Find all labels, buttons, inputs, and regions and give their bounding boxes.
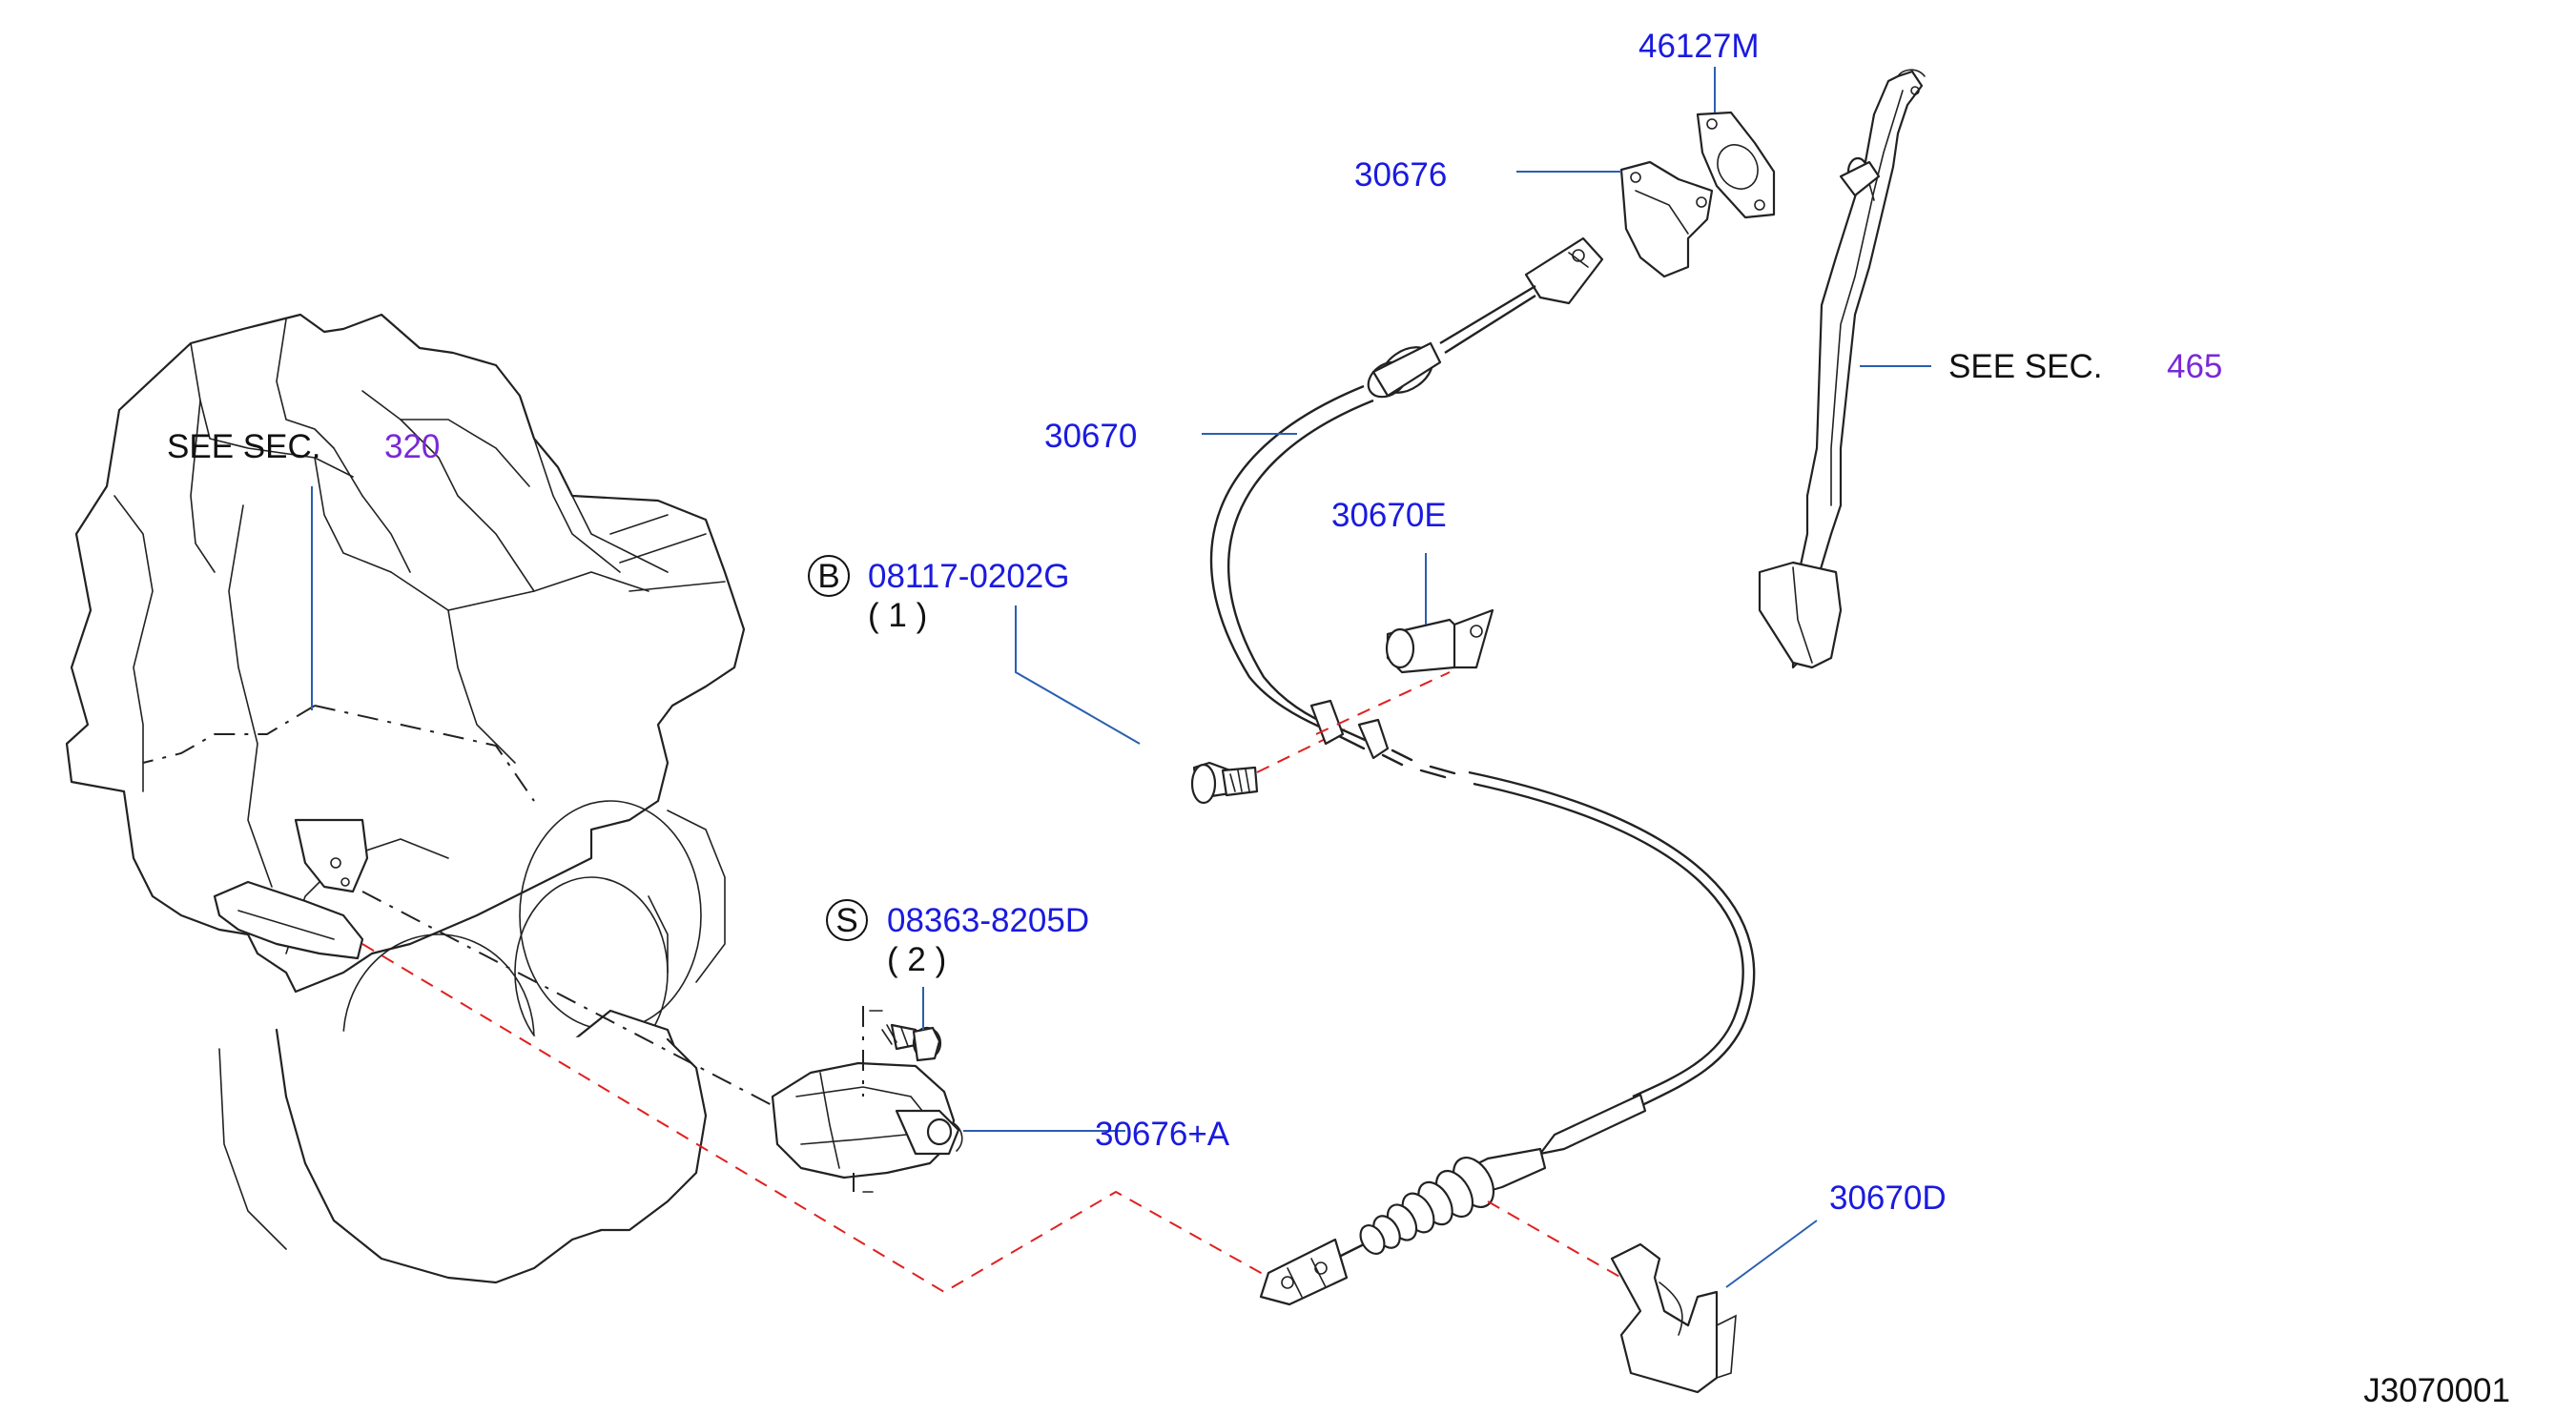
bolt-b-callout[interactable]: B 08117-0202G ( 1 ) xyxy=(808,555,1069,634)
lower-bracket-phantom-ticks xyxy=(862,1010,883,1193)
cable-clip-e-illustration xyxy=(1385,608,1494,674)
clutch-cable-illustration xyxy=(1209,236,1756,1306)
gasket-illustration xyxy=(1696,111,1776,219)
screw-illustration xyxy=(881,1023,942,1062)
lever-phantom-line xyxy=(361,891,802,1121)
gasket-part-number[interactable]: 46127M xyxy=(1638,28,1759,65)
pedal-section-ref[interactable]: 465 xyxy=(2167,348,2222,385)
clip-d-part-number[interactable]: 30670D xyxy=(1829,1179,1947,1217)
transmission-illustration xyxy=(65,313,746,1284)
clip-e-part-number[interactable]: 30670E xyxy=(1331,497,1447,534)
clip-e-phantom xyxy=(1315,671,1451,735)
clip-d-phantom xyxy=(1487,1200,1622,1279)
bolt-b-symbol-circle xyxy=(808,555,850,597)
screw-s-quantity: ( 2 ) xyxy=(887,941,946,978)
screw-s-symbol-circle xyxy=(826,899,868,941)
upper-bracket-part-number[interactable]: 30676 xyxy=(1354,156,1447,194)
bolt-b-part-number[interactable]: 08117-0202G xyxy=(868,558,1069,595)
clutch-pedal-illustration xyxy=(1758,69,1926,669)
bolt-b-quantity: ( 1 ) xyxy=(868,597,927,634)
leader-lines xyxy=(311,67,1931,1288)
lower-bracket-illustration xyxy=(771,1061,963,1179)
cable-routing-line xyxy=(361,943,1279,1294)
screw-s-callout[interactable]: S 08363-8205D ( 2 ) xyxy=(826,899,1089,978)
bolt-b-symbol: B xyxy=(817,558,839,595)
cable-part-number[interactable]: 30670 xyxy=(1044,418,1137,455)
diagram-code: J3070001 xyxy=(2363,1372,2510,1409)
screw-s-part-number[interactable]: 08363-8205D xyxy=(887,902,1089,939)
screw-s-symbol: S xyxy=(835,902,857,939)
lower-bracket-part-number[interactable]: 30676+A xyxy=(1095,1116,1230,1153)
flange-bolt-illustration xyxy=(1190,761,1259,805)
lower-bracket-phantom xyxy=(853,1006,864,1192)
transmission-see-sec-label: SEE SEC. xyxy=(167,428,320,465)
transmission-section-ref[interactable]: 320 xyxy=(384,428,440,465)
pedal-see-sec-label: SEE SEC. xyxy=(1948,348,2102,385)
cable-bellows xyxy=(1359,1157,1495,1256)
upper-bracket-illustration xyxy=(1619,160,1714,278)
cable-clip-d-illustration xyxy=(1610,1242,1737,1394)
